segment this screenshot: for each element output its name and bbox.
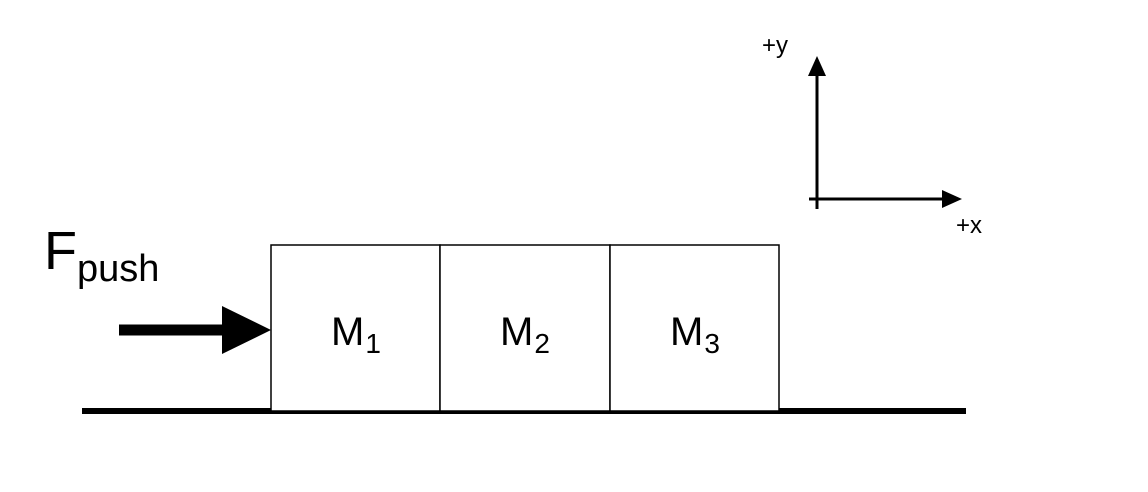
block-m2-symbol: M [500,310,534,354]
block-m1-symbol: M [331,310,365,354]
block-m1-subscript: 1 [365,328,381,359]
y-axis-arrowhead [808,56,826,76]
block-m1-label: M1 [271,310,441,358]
force-subscript: push [77,248,160,290]
force-symbol: F [44,221,77,281]
block-m3 [609,244,780,412]
y-axis-label: +y [762,32,789,59]
force-label: Fpush [44,221,159,288]
x-axis-label: +x [956,212,983,239]
block-m1 [270,244,441,412]
block-m2 [439,244,611,412]
block-m2-label: M2 [440,310,610,358]
coordinate-axes [808,56,962,209]
x-axis-arrowhead [942,190,962,208]
push-force-arrow [119,306,271,354]
block-m3-label: M3 [610,310,780,358]
block-m3-symbol: M [670,310,704,354]
block-m3-subscript: 3 [704,328,720,359]
block-m2-subscript: 2 [534,328,550,359]
